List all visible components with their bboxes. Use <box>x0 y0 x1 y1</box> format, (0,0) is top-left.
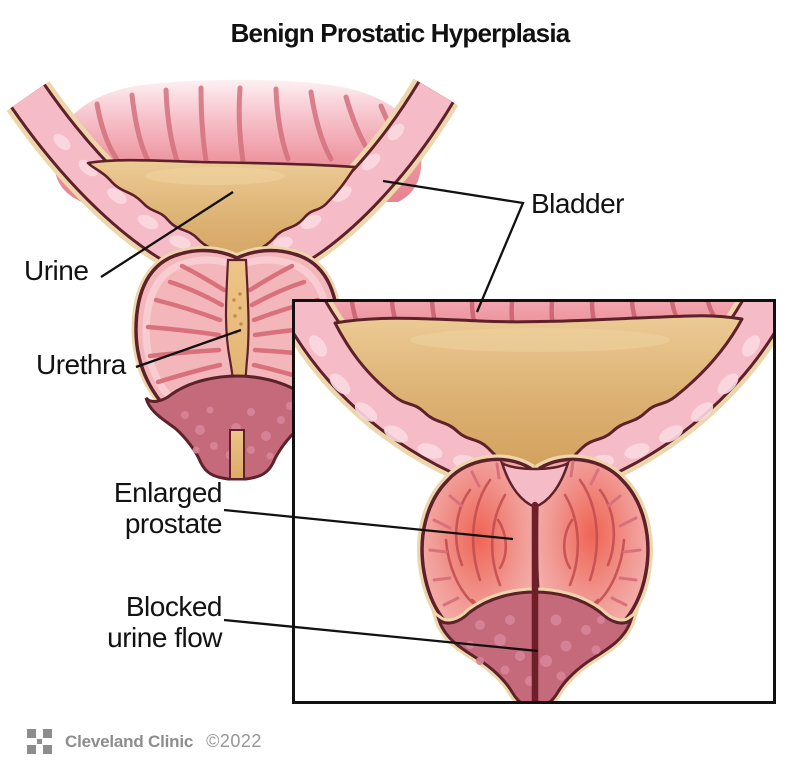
leader-lines <box>100 179 539 653</box>
label-urethra: Urethra <box>36 349 126 380</box>
page-title: Benign Prostatic Hyperplasia <box>230 18 571 48</box>
label-urine: Urine <box>24 255 89 286</box>
label-enlarged-prostate-line2: prostate <box>124 508 223 539</box>
leader-line-urine <box>100 191 234 278</box>
footer: Cleveland Clinic ©2022 <box>27 729 262 754</box>
label-bladder: Bladder <box>531 188 625 219</box>
leader-line-bladder <box>382 179 525 313</box>
normal-anatomy-group <box>6 78 459 481</box>
enlarged-anatomy-group <box>295 302 773 701</box>
brand-name: Cleveland Clinic <box>65 731 194 751</box>
pelvic-tissue <box>144 374 330 481</box>
urine-pool <box>86 158 357 280</box>
label-enlarged-prostate: Enlarged prostate <box>22 477 223 539</box>
label-enlarged-prostate-line1: Enlarged <box>113 477 223 508</box>
cleveland-clinic-logo-icon <box>27 729 52 754</box>
label-blocked-urine-flow: Blocked urine flow <box>22 591 222 653</box>
logo-center-square <box>37 739 42 744</box>
inset-urine-pool <box>333 314 744 476</box>
leader-line-blocked-urine-flow <box>223 618 539 653</box>
leader-line-enlarged-prostate <box>223 508 514 541</box>
label-blocked-urine-flow-line1: Blocked <box>125 591 223 622</box>
leader-line-urethra <box>135 328 242 369</box>
copyright-text: ©2022 <box>206 731 262 751</box>
label-blocked-urine-flow-line2: urine flow <box>107 622 222 653</box>
